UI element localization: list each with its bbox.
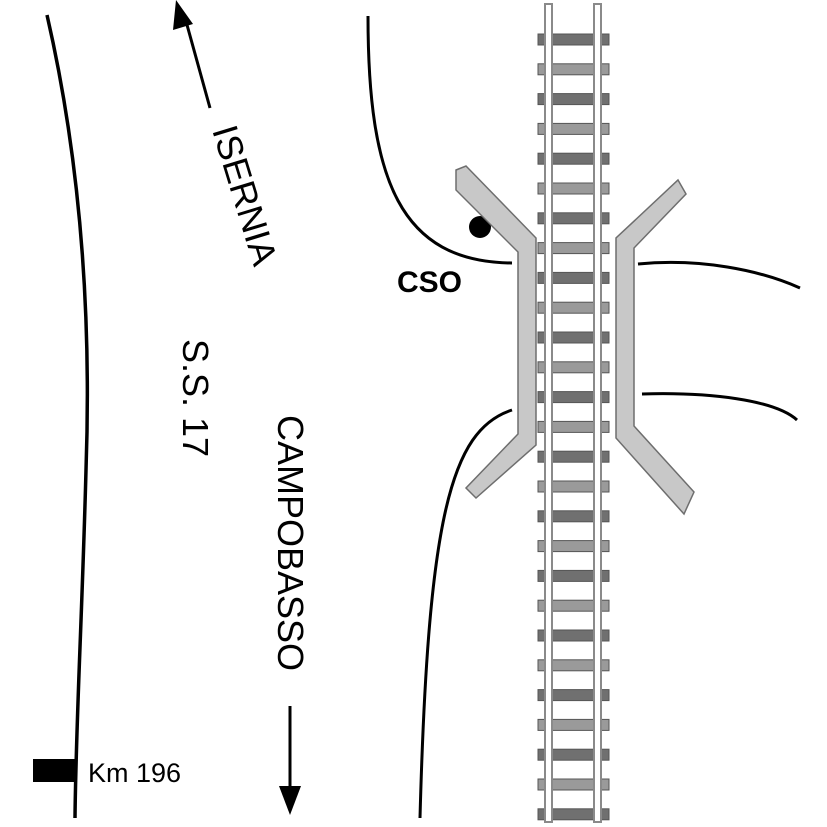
rail-right: [593, 3, 602, 823]
rail-left: [544, 3, 553, 823]
railway-sleeper: [537, 778, 610, 791]
campobasso-arrow-head: [279, 786, 301, 815]
railway-sleeper: [537, 629, 610, 642]
bridge-wall-right: [615, 178, 695, 516]
bridge-wall-left: [455, 165, 537, 500]
railway-sleeper: [537, 331, 610, 344]
iserne-arrow-head: [173, 0, 193, 30]
railway-sleeper: [537, 152, 610, 165]
stream-upper-right: [637, 260, 801, 290]
cso-label: CSO: [397, 266, 462, 299]
railway-sleeper: [537, 420, 610, 433]
road-label: S.S. 17: [175, 339, 216, 457]
stream-upper-left: [366, 15, 513, 265]
railway-sleeper: [537, 63, 610, 76]
railway-sleeper: [537, 569, 610, 582]
stream-lower-right: [641, 392, 799, 422]
railway-sleeper: [537, 122, 610, 135]
railway-sleeper: [537, 361, 610, 374]
railway-sleeper: [537, 242, 610, 255]
railway-sleeper: [537, 301, 610, 314]
railway-sleeper: [537, 391, 610, 404]
railway-sleeper: [537, 718, 610, 731]
railway-sleeper: [537, 540, 610, 553]
cso-point: [469, 216, 491, 238]
railway-sleeper: [537, 659, 610, 672]
railway-sleeper: [537, 450, 610, 463]
railway-sleeper: [537, 93, 610, 106]
railway-sleeper: [537, 480, 610, 493]
iserne-arrow-shaft: [182, 13, 212, 109]
iserne-label: ISERNIA: [204, 120, 285, 270]
railway-sleeper: [537, 182, 610, 195]
railway-track: [544, 3, 602, 823]
railway-sleeper: [537, 510, 610, 523]
railway-sleeper: [537, 271, 610, 284]
railway-sleeper: [537, 212, 610, 225]
railway-sleeper: [537, 748, 610, 761]
state-road-line: [45, 14, 90, 819]
stream-lower-left: [418, 408, 513, 819]
railway-sleeper: [537, 689, 610, 702]
railway-sleeper: [537, 599, 610, 612]
railway-sleeper: [537, 808, 610, 821]
railway-sleeper: [537, 33, 610, 46]
km-label: Km 196: [88, 758, 181, 788]
railway-sleepers: [537, 33, 610, 821]
campobasso-label: CAMPOBASSO: [270, 415, 311, 671]
km-marker: [33, 759, 75, 782]
